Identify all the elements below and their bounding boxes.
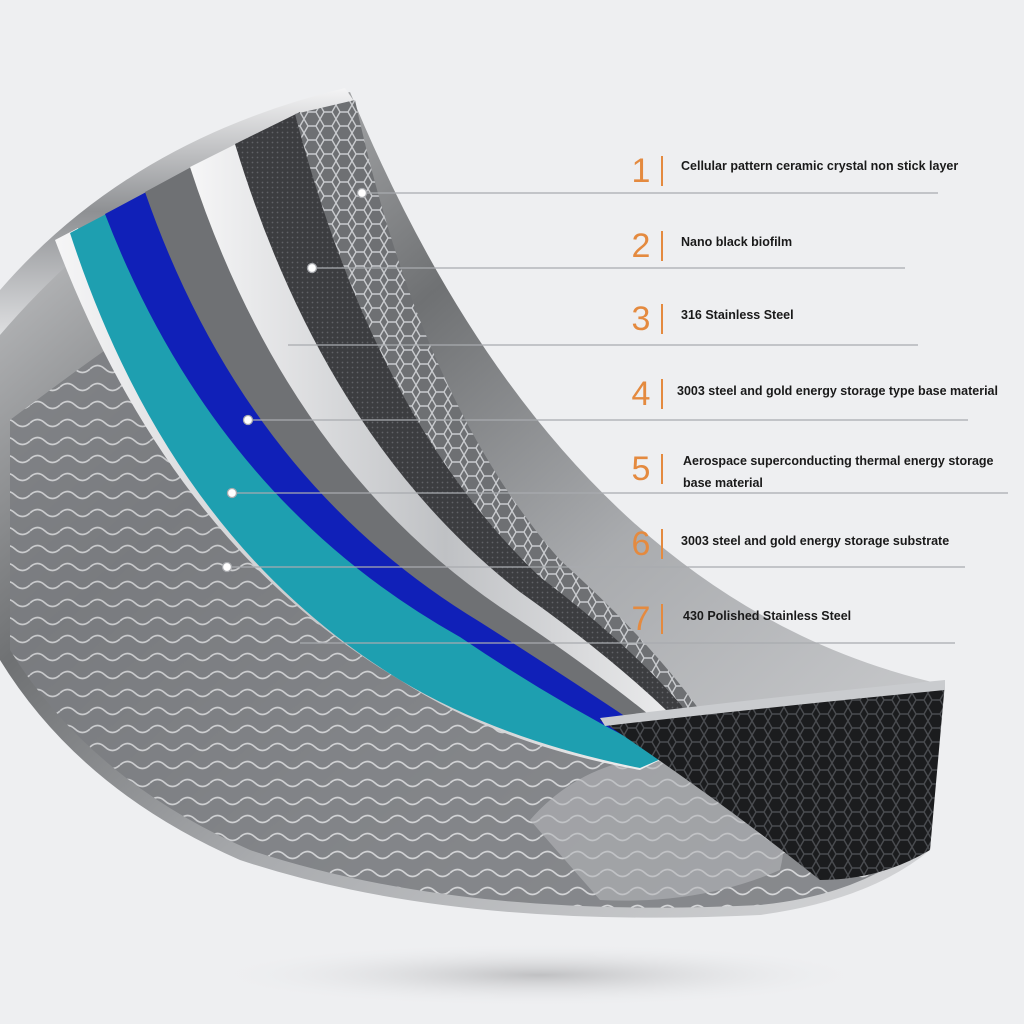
- layer-number-6: 6: [631, 525, 651, 563]
- layer-3-316-steel: [190, 142, 700, 747]
- layer-divider-5: [661, 454, 663, 484]
- layer-divider-6: [661, 529, 663, 559]
- pan-inner-edge: [600, 680, 945, 726]
- layer-text-3: 316 Stainless Steel: [681, 308, 794, 322]
- layer-divider-1: [661, 156, 663, 186]
- leader-line-5: [226, 487, 1008, 499]
- layer-text-4: 3003 steel and gold energy storage type …: [677, 384, 998, 398]
- layer-text-7: 430 Polished Stainless Steel: [683, 609, 852, 623]
- leader-line-2: [306, 262, 905, 274]
- layer-divider-2: [661, 231, 663, 261]
- layer-number-1: 1: [631, 152, 651, 190]
- layer-divider-4: [661, 379, 663, 409]
- leader-lines: [221, 187, 1008, 644]
- leader-line-6: [221, 561, 965, 573]
- floor-shadow: [210, 943, 870, 1007]
- layer-1-ceramic-hex: [295, 100, 712, 735]
- layer-5-blue: [105, 190, 680, 757]
- layer-number-2: 2: [631, 227, 651, 265]
- layer-text-6: 3003 steel and gold energy storage subst…: [681, 534, 950, 548]
- layer-text-1: Cellular pattern ceramic crystal non sti…: [681, 159, 959, 173]
- layer-text-5: Aerospace superconducting thermal energy…: [683, 454, 994, 468]
- pan-outer-texture: [10, 340, 930, 908]
- layer-number-5: 5: [631, 450, 651, 488]
- layer-number-3: 3: [631, 300, 651, 338]
- layer-number-7: 7: [631, 600, 651, 638]
- layer-text-5-continued: base material: [683, 476, 763, 490]
- layer-4-gray: [145, 165, 690, 752]
- leader-line-4: [242, 414, 968, 426]
- layer-2-black-biofilm: [235, 112, 705, 742]
- pan-inner-floor: [600, 682, 945, 880]
- leader-line-1: [356, 187, 938, 199]
- layer-number-4: 4: [631, 375, 651, 413]
- layer-divider-7: [661, 604, 663, 634]
- layer-text-2: Nano black biofilm: [681, 235, 793, 249]
- layer-divider-3: [661, 304, 663, 334]
